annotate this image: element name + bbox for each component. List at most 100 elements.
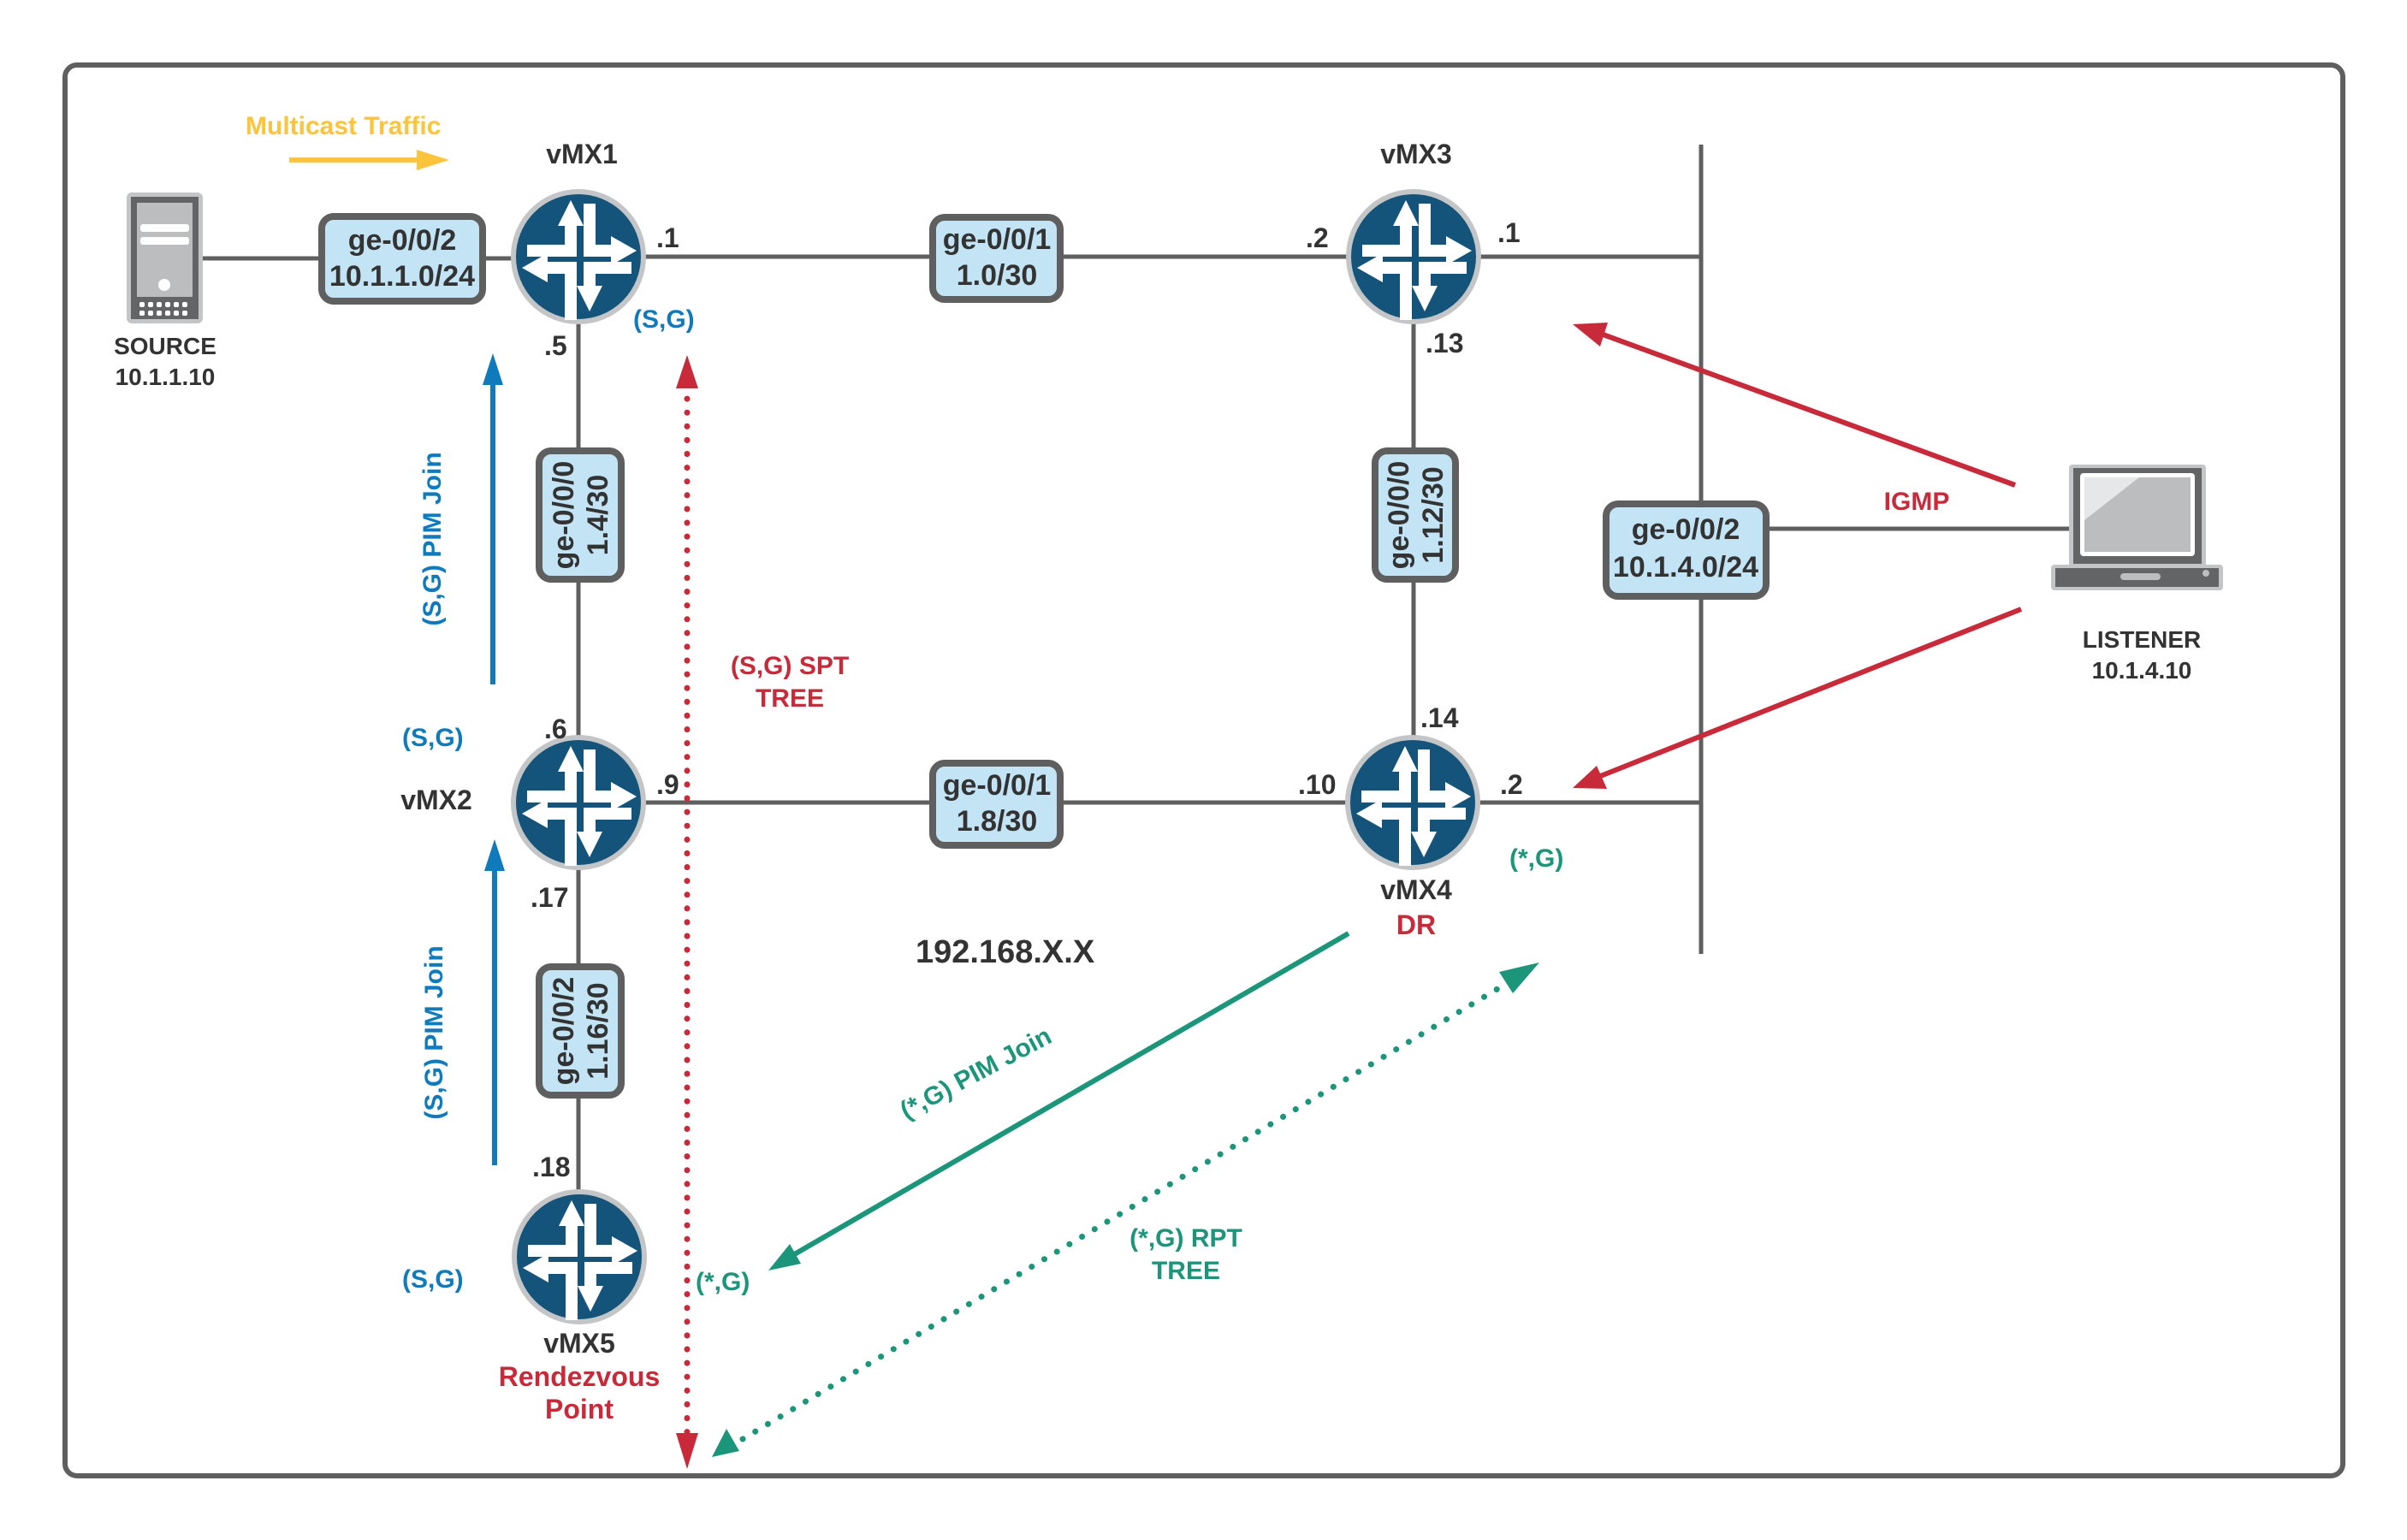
router-icon <box>513 192 643 322</box>
link-box-vmx1-vmx2[interactable]: ge-0/0/0 1.4/30 <box>536 447 625 583</box>
link-iface: ge-0/0/1 <box>943 769 1052 802</box>
sg-spt-tree: (S,G) SPT TREE <box>676 355 849 1469</box>
sg-label-vmx5: (S,G) <box>402 1265 464 1294</box>
link-box-lan-listener[interactable]: ge-0/0/2 10.1.4.0/24 <box>1603 500 1770 600</box>
link-subnet: 10.1.1.0/24 <box>329 260 475 293</box>
arrow-left-icon <box>1573 766 1607 789</box>
router-name: vMX1 <box>546 139 618 169</box>
router-name: vMX5 <box>543 1328 615 1359</box>
arrow-down-left-icon <box>712 1429 739 1457</box>
sg-spt-label-line1: (S,G) SPT <box>731 652 849 680</box>
link-boxes: ge-0/0/2 10.1.1.0/24 ge-0/0/1 1.0/30 ge-… <box>318 213 1770 1099</box>
starg-rpt-tree-line <box>739 978 1514 1442</box>
multicast-traffic-indicator: Multicast Traffic <box>246 112 449 170</box>
link-iface: ge-0/0/1 <box>943 223 1052 256</box>
link-iface: ge-0/0/2 <box>1632 513 1740 546</box>
link-iface: ge-0/0/2 <box>548 977 580 1086</box>
sg-label-vmx2: (S,G) <box>402 724 464 752</box>
sg-pim-join-arrows: (S,G) PIM Join (S,G) PIM Join <box>418 353 505 1165</box>
link-subnet: 1.4/30 <box>582 475 614 556</box>
arrow-up-icon <box>484 839 505 871</box>
source-host[interactable]: SOURCE 10.1.1.10 <box>114 192 216 390</box>
network-label: 192.168.X.X <box>916 934 1095 970</box>
link-box-vmx2-vmx4[interactable]: ge-0/0/1 1.8/30 <box>929 760 1064 849</box>
router-name: vMX2 <box>400 785 472 815</box>
router-name: vMX4 <box>1380 874 1452 905</box>
sg-spt-label-line2: TREE <box>756 684 824 713</box>
starg-rpt-tree: (*,G) RPT TREE <box>712 962 1539 1457</box>
source-ip: 10.1.1.10 <box>116 364 216 390</box>
igmp-label: IGMP <box>1884 488 1950 516</box>
sg-pim-join-label-lower: (S,G) PIM Join <box>420 945 448 1119</box>
arrow-right-icon <box>417 150 449 170</box>
starg-label-vmx4: (*,G) <box>1509 844 1563 873</box>
server-vents <box>139 302 187 316</box>
wires <box>203 145 2075 1193</box>
addr-vmx2-east: .9 <box>656 769 679 800</box>
sg-label-vmx1: (S,G) <box>633 305 695 334</box>
router-role-dr: DR <box>1396 909 1436 940</box>
addr-vmx3-south: .13 <box>1426 328 1463 358</box>
addr-vmx4-west: .10 <box>1298 769 1336 800</box>
igmp-arrow-lower <box>1597 607 2023 779</box>
arrow-down-left-icon <box>768 1244 801 1270</box>
listener-label: LISTENER <box>2083 626 2201 653</box>
addr-vmx3-east: .1 <box>1497 217 1521 248</box>
starg-pim-join-arrow <box>790 931 1350 1259</box>
multicast-traffic-label: Multicast Traffic <box>246 112 441 140</box>
addr-vmx4-east: .2 <box>1500 769 1523 800</box>
addr-vmx1-east: .1 <box>656 222 679 253</box>
igmp-arrow-upper <box>1597 330 2017 488</box>
link-iface: ge-0/0/0 <box>1383 461 1415 570</box>
source-label: SOURCE <box>114 333 216 359</box>
starg-pim-join-label: (*,G) PIM Join <box>896 1022 1057 1125</box>
starg-rpt-label-line1: (*,G) RPT <box>1129 1224 1242 1253</box>
router-vmx4[interactable]: vMX4 DR <box>1348 737 1478 940</box>
arrow-up-icon <box>483 353 503 385</box>
diagram-frame <box>62 62 2345 1478</box>
laptop-icon <box>2051 465 2223 590</box>
link-box-vmx3-vmx4[interactable]: ge-0/0/0 1.12/30 <box>1372 447 1459 583</box>
starg-rpt-label-line2: TREE <box>1152 1257 1220 1285</box>
link-subnet: 1.8/30 <box>957 805 1038 838</box>
arrow-up-icon <box>676 355 698 388</box>
starg-state-labels: (*,G) (*,G) <box>696 844 1563 1296</box>
router-icon <box>514 1192 644 1322</box>
link-iface: ge-0/0/2 <box>348 224 457 257</box>
arrow-left-icon <box>1573 323 1608 346</box>
router-vmx1[interactable]: vMX1 <box>513 139 643 322</box>
link-subnet: 1.12/30 <box>1417 466 1450 563</box>
router-icon <box>1348 737 1478 868</box>
router-vmx5[interactable]: vMX5 Rendezvous Point <box>499 1192 660 1424</box>
arrow-down-icon <box>676 1433 698 1469</box>
link-box-vmx2-vmx5[interactable]: ge-0/0/2 1.16/30 <box>536 963 625 1099</box>
sg-pim-join-label-upper: (S,G) PIM Join <box>418 452 447 625</box>
igmp-arrows: IGMP <box>1573 323 2023 789</box>
link-box-vmx1-vmx3[interactable]: ge-0/0/1 1.0/30 <box>929 214 1064 303</box>
listener-host[interactable]: LISTENER 10.1.4.10 <box>2051 465 2223 684</box>
addr-vmx1-south: .5 <box>544 330 567 361</box>
starg-pim-join: (*,G) PIM Join <box>768 931 1350 1270</box>
router-icon <box>513 737 643 868</box>
addr-vmx2-north: .6 <box>544 714 567 744</box>
server-icon <box>127 192 203 323</box>
addr-vmx4-north: .14 <box>1420 702 1459 733</box>
router-vmx3[interactable]: vMX3 <box>1349 139 1479 322</box>
sg-state-labels: (S,G) (S,G) (S,G) <box>402 305 695 1294</box>
interface-addresses: .1 .5 .2 .1 .13 .6 .9 .17 .14 .10 .2 .18 <box>531 217 1523 1182</box>
router-role-rp-line2: Point <box>545 1394 614 1424</box>
starg-label-vmx5: (*,G) <box>696 1268 750 1296</box>
router-name: vMX3 <box>1380 139 1452 169</box>
router-role-rp-line1: Rendezvous <box>499 1361 660 1392</box>
router-icon <box>1349 192 1479 322</box>
addr-vmx5-north: .18 <box>532 1152 570 1182</box>
arrow-up-right-icon <box>1499 962 1539 993</box>
router-vmx2[interactable]: vMX2 <box>400 737 643 868</box>
link-subnet: 10.1.4.0/24 <box>1613 551 1758 583</box>
listener-ip: 10.1.4.10 <box>2092 657 2192 684</box>
link-subnet: 1.0/30 <box>957 259 1038 292</box>
addr-vmx2-south: .17 <box>531 882 568 913</box>
link-box-source-vmx1[interactable]: ge-0/0/2 10.1.1.0/24 <box>318 213 486 305</box>
link-iface: ge-0/0/0 <box>548 461 580 570</box>
